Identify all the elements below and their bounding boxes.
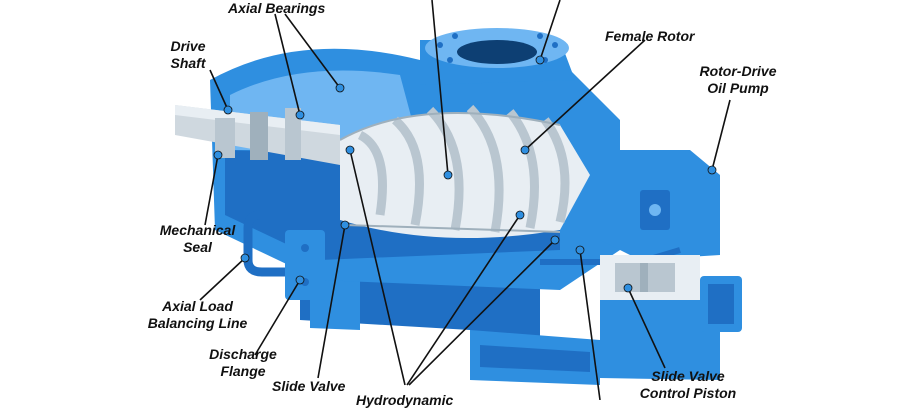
label-slide-valve-control-piston-line2: Control Piston (639, 385, 737, 401)
label-drive-shaft-line1: Drive (170, 38, 206, 54)
label-hydrodynamic-bearings: Hydrodynamic (356, 392, 454, 408)
rotor-assembly (339, 104, 590, 238)
label-rotor-drive-line2: Oil Pump (707, 80, 769, 96)
label-discharge-flange-line2: Flange (220, 363, 266, 379)
label-slide-valve: Slide Valve (272, 378, 346, 394)
label-axial-load-line1: Axial Load (162, 298, 233, 314)
label-axial-load-line2: Balancing Line (147, 315, 248, 331)
leader-lines (199, 0, 731, 400)
drive-shaft (175, 105, 340, 165)
suction-flange (420, 28, 575, 85)
label-axial-bearings: Axial Bearings (228, 0, 326, 16)
leader-dots (213, 55, 717, 293)
label-rotor-drive-line1: Rotor-Drive (699, 63, 777, 79)
slide-valve-control-piston (600, 255, 700, 300)
label-slide-valve-control-piston-line1: Slide Valve (651, 368, 725, 384)
label-mechanical-seal-line1: Mechanical (159, 222, 236, 238)
label-discharge-flange-line1: Discharge (209, 346, 277, 362)
discharge-flange (285, 230, 325, 300)
label-mechanical-seal-line2: Seal (183, 239, 212, 255)
label-female-rotor: Female Rotor (605, 28, 695, 44)
label-drive-shaft-line2: Shaft (170, 55, 206, 71)
compressor-base (300, 255, 742, 385)
